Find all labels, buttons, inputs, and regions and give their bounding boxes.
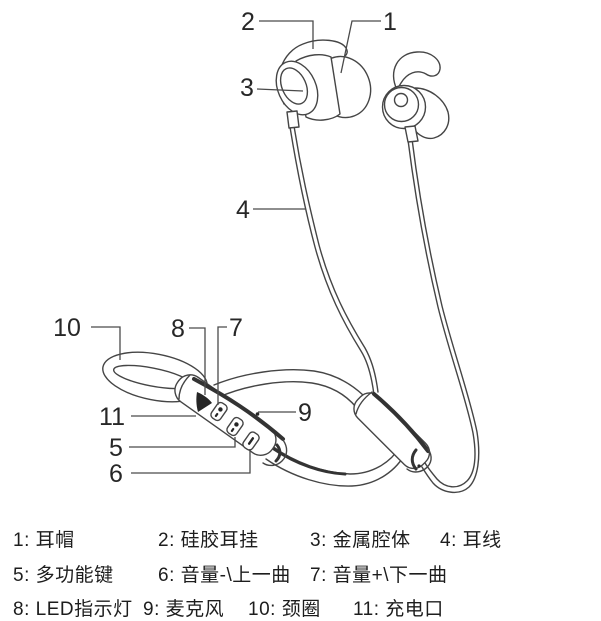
callout-1: 1 xyxy=(383,8,397,36)
earphone-parts-diagram: 1 2 3 4 5 6 7 8 9 10 11 xyxy=(53,8,480,494)
right-earbud xyxy=(381,51,450,143)
multifunction-button xyxy=(226,416,244,437)
cable-grommet xyxy=(410,448,418,471)
callout-10: 10 xyxy=(53,314,81,342)
callout-6: 6 xyxy=(109,460,123,488)
callout-9: 9 xyxy=(298,399,312,427)
led-indicator xyxy=(196,392,212,412)
right-ear-wire xyxy=(407,138,480,494)
left-earbud xyxy=(275,39,372,129)
volume-down-button xyxy=(242,431,260,451)
right-module xyxy=(353,391,432,473)
callout-4: 4 xyxy=(236,196,250,224)
module-end-slot xyxy=(274,443,282,463)
legend-item-silicone-hook: 2: 硅胶耳挂 xyxy=(158,530,259,551)
callout-5: 5 xyxy=(109,434,123,462)
right-cable-neck xyxy=(404,125,419,143)
control-module xyxy=(174,374,288,467)
microphone-hole xyxy=(255,412,260,416)
legend-item-charging-port: 11: 充电口 xyxy=(353,599,444,620)
cable-neck xyxy=(286,110,300,129)
callout-3: 3 xyxy=(240,74,254,102)
module-end-cap xyxy=(262,439,288,467)
legend-item-volume-down: 6: 音量-\上一曲 xyxy=(158,565,291,586)
legend-item-led-indicator: 8: LED指示灯 xyxy=(13,599,133,620)
callout-2: 2 xyxy=(241,8,255,36)
neckband-back-arc xyxy=(213,369,364,408)
right-ear-hook xyxy=(392,51,441,91)
callout-lines xyxy=(91,20,381,474)
callout-8: 8 xyxy=(171,315,185,343)
callout-7: 7 xyxy=(229,314,243,342)
callout-labels: 1 2 3 4 5 6 7 8 9 10 11 xyxy=(53,8,397,488)
legend-item-ear-cap: 1: 耳帽 xyxy=(13,530,75,551)
callout-11: 11 xyxy=(99,403,125,431)
legend-item-metal-housing: 3: 金属腔体 xyxy=(310,530,411,551)
left-ear-wire xyxy=(289,125,379,396)
legend-item-multifunction-key: 5: 多功能键 xyxy=(13,565,114,586)
module-top-edge xyxy=(192,377,285,441)
legend-item-volume-up: 7: 音量+\下一曲 xyxy=(310,565,448,586)
magnet-back xyxy=(393,92,409,108)
legend-item-ear-wire: 4: 耳线 xyxy=(440,530,502,551)
volume-up-button xyxy=(210,401,228,422)
legend-item-microphone: 9: 麦克风 xyxy=(143,599,225,620)
legend-item-neck-ring: 10: 颈圈 xyxy=(248,599,321,620)
module-joint-line xyxy=(178,374,191,400)
